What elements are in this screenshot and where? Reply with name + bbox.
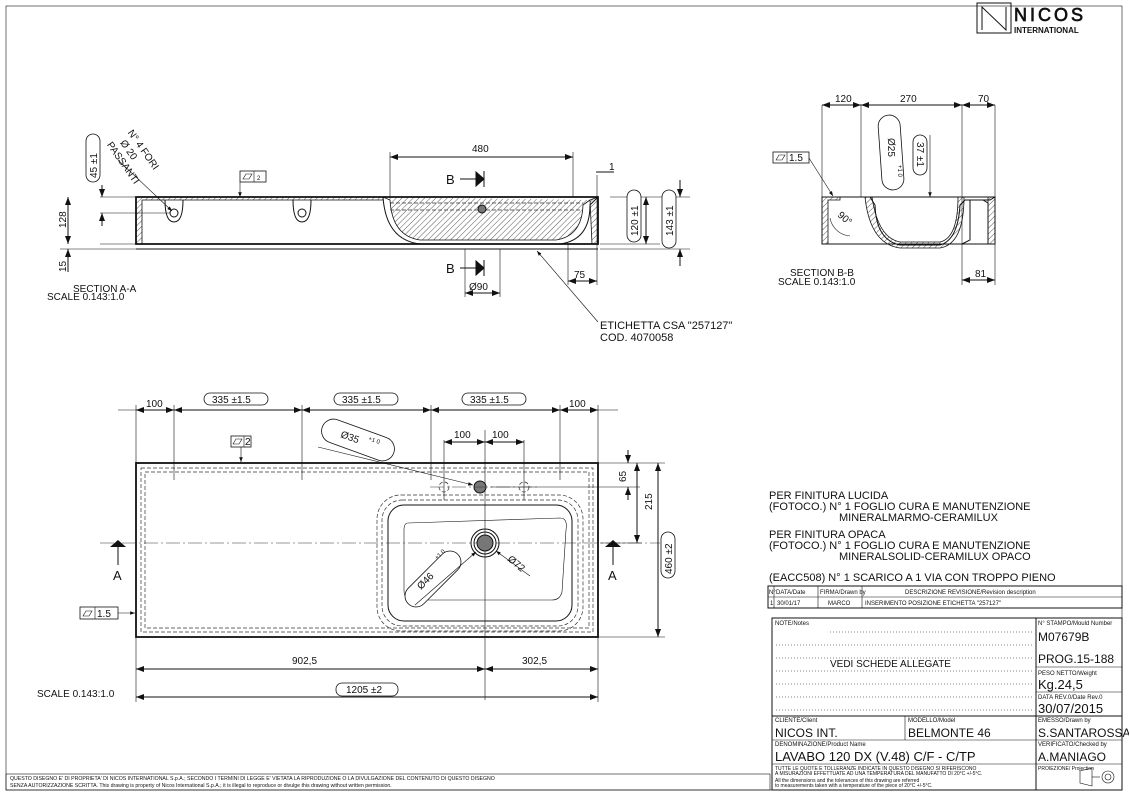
- projection-symbol-icon: [1079, 767, 1115, 787]
- notes-label: NOTE/Notes: [775, 621, 809, 627]
- tolerance-it: A MISURAZIONI EFFETTUATE AD UNA TEMPERAT…: [775, 771, 982, 777]
- dim-75: 75: [574, 270, 586, 281]
- dim-480: 480: [472, 144, 489, 155]
- note-line: (FOTOCO.) N° 1 FOGLIO CURA E MANUTENZION…: [769, 540, 1031, 552]
- dim-65: 65: [618, 470, 629, 482]
- dim-1205: 1205 ±2: [346, 685, 383, 696]
- nicos-logo: NICOS INTERNATIONAL: [976, 2, 1086, 35]
- dim-460: 460 ±2: [664, 543, 675, 574]
- section-a-a: 128 15 45 ±1 N° 4 FORI Ø 20 PASSANTI 2 4…: [47, 128, 732, 344]
- note-line: MINERALMARMO-CERAMILUX: [839, 512, 999, 524]
- dim-215: 215: [644, 493, 655, 510]
- logo-brand: NICOS: [1014, 5, 1086, 25]
- dim-120: 120 ±1: [630, 205, 641, 236]
- product-label: DENOMINAZIONE/Product Name: [775, 742, 866, 748]
- dim-bb-81: 81: [975, 269, 987, 280]
- plan-scale: SCALE 0.143:1.0: [37, 689, 115, 700]
- flatness-plan-left: 1.5: [97, 609, 111, 620]
- dim-bb-70: 70: [978, 94, 990, 105]
- product-value: LAVABO 120 DX (V.48) C/F - C/TP: [775, 749, 976, 764]
- title-block: NOTE/Notes VEDI SCHEDE ALLEGATE N° STAMP…: [771, 617, 1129, 791]
- note-line: (FOTOCO.) N° 1 FOGLIO CURA E MANUTENZION…: [769, 501, 1031, 513]
- client-value: NICOS INT.: [775, 726, 838, 740]
- projection-label: PROIEZIONE/ Projection: [1038, 766, 1094, 772]
- dim-bb-angle: 90°: [835, 210, 854, 228]
- drawn-value: S.SANTAROSSA: [1038, 726, 1129, 740]
- dim-bb-d25: Ø25: [885, 138, 896, 157]
- dim-pitch-2: 335 ±1.5: [342, 395, 381, 406]
- dim-128: 128: [58, 211, 69, 228]
- section-b-b-title: SECTION B-B: [790, 268, 854, 279]
- rev-header: FIRMA/Drawn by: [820, 590, 866, 596]
- sheet-border: [5, 5, 1123, 791]
- section-a-a-scale: SCALE 0.143:1.0: [47, 292, 125, 303]
- dim-tap-100-left: 100: [454, 430, 471, 441]
- logo-sub: INTERNATIONAL: [1014, 26, 1079, 35]
- section-b-mark-top: B: [446, 172, 455, 187]
- section-a-mark-right: A: [608, 568, 617, 583]
- section-a-mark-left: A: [113, 568, 122, 583]
- dim-d35-tol: +1 0: [367, 436, 381, 446]
- section-b-b-scale: SCALE 0.143:1.0: [778, 277, 856, 288]
- flatness-value: 2: [257, 176, 261, 182]
- checked-label: VERIFICATO/Checked by: [1038, 742, 1107, 748]
- notes-value: VEDI SCHEDE ALLEGATE: [830, 659, 951, 670]
- checked-value: A.MANIAGO: [1038, 750, 1106, 764]
- weight-label: PESO NETTO/Weight: [1038, 671, 1097, 677]
- revision-table: N° DATA/Date FIRMA/Drawn by DESCRIZIONE …: [767, 585, 1123, 609]
- dim-902: 902,5: [292, 656, 317, 667]
- rev-cell: INSERIMENTO POSIZIONE ETICHETTA "257127": [865, 601, 1001, 607]
- tolerance-en: All the dimensions and the tolerances of…: [775, 778, 919, 784]
- footer-line-en: SENZA AUTORIZZAZIONE SCRITTA. This drawi…: [10, 783, 392, 789]
- model-value: BELMONTE 46: [908, 726, 991, 740]
- mould-label: N° STAMPO/Mould Number: [1038, 621, 1112, 627]
- note-line: PER FINITURA LUCIDA: [769, 490, 889, 502]
- flatness-bb-value: 1.5: [789, 153, 803, 164]
- tolerance-en: to measurements taken with a temperature…: [775, 783, 933, 789]
- rev-header: N°: [769, 590, 776, 596]
- dim-45: 45 ±1: [89, 153, 100, 178]
- note-line: PER FINITURA OPACA: [769, 529, 886, 541]
- rev-cell: 1: [770, 601, 774, 607]
- section-a-a-title: SECTION A-A: [73, 284, 137, 295]
- mould-value: M07679B: [1038, 630, 1089, 644]
- date-label: DATA REV.0/Date Rev.0: [1038, 695, 1103, 701]
- dim-tap-100-right: 100: [492, 430, 509, 441]
- finish-notes: PER FINITURA LUCIDA (FOTOCO.) N° 1 FOGLI…: [769, 490, 1056, 584]
- section-b-b: 120 270 70 Ø25 +1 0 37 ±1 81 90° 1.5 SEC…: [772, 94, 996, 288]
- tolerance-it: TUTTE LE QUOTE E TOLLERANZE INDICATE IN …: [775, 766, 976, 772]
- date-value: 30/07/2015: [1038, 701, 1103, 716]
- dim-bb-d25-tol: +1 0: [896, 165, 902, 178]
- dim-302: 302,5: [522, 656, 547, 667]
- dim-1: 1: [609, 162, 615, 173]
- flatness-plan-top: 2: [245, 437, 251, 448]
- dim-pitch-3: 335 ±1.5: [470, 395, 509, 406]
- dim-bb-120: 120: [835, 94, 852, 105]
- footer-line-it: QUESTO DISEGNO E' DI PROPRIETA' DI NICOS…: [10, 776, 495, 782]
- rev-cell: 30/01/17: [777, 601, 801, 607]
- dim-bb-270: 270: [900, 94, 917, 105]
- rev-cell: MARCO: [828, 601, 851, 607]
- note-line: (EACC508) N° 1 SCARICO A 1 VIA CON TROPP…: [769, 572, 1056, 584]
- dim-edge-100-right: 100: [569, 399, 586, 410]
- dim-bb-37: 37 ±1: [914, 142, 925, 167]
- rev-header: DESCRIZIONE REVISIONE/Revision descripti…: [905, 590, 1036, 596]
- model-label: MODELLO/Model: [908, 718, 955, 724]
- weight-value: Kg.24,5: [1038, 677, 1083, 692]
- rev-header: DATA/Date: [776, 590, 806, 596]
- drawn-label: EMESSO/Drawn by: [1038, 718, 1091, 724]
- client-label: CLIENTE/Client: [775, 718, 818, 724]
- dim-pitch-1: 335 ±1.5: [212, 395, 251, 406]
- dim-143: 143 ±1: [665, 205, 676, 236]
- section-b-mark-bottom: B: [446, 261, 455, 276]
- label-code: COD. 4070058: [600, 332, 673, 344]
- plan-view: A A 100 335 ±1.5 335 ±1.5 335 ±1.5 100 1…: [37, 392, 676, 702]
- note-line: MINERALSOLID-CERAMILUX OPACO: [839, 551, 1031, 563]
- dim-15: 15: [58, 260, 69, 272]
- prog-number: PROG.15-188: [1038, 652, 1114, 666]
- dim-edge-100-left: 100: [146, 399, 163, 410]
- copyright-footer: QUESTO DISEGNO E' DI PROPRIETA' DI NICOS…: [5, 773, 771, 791]
- dim-d90: Ø90: [469, 282, 488, 293]
- label-note: ETICHETTA CSA "257127": [600, 320, 732, 332]
